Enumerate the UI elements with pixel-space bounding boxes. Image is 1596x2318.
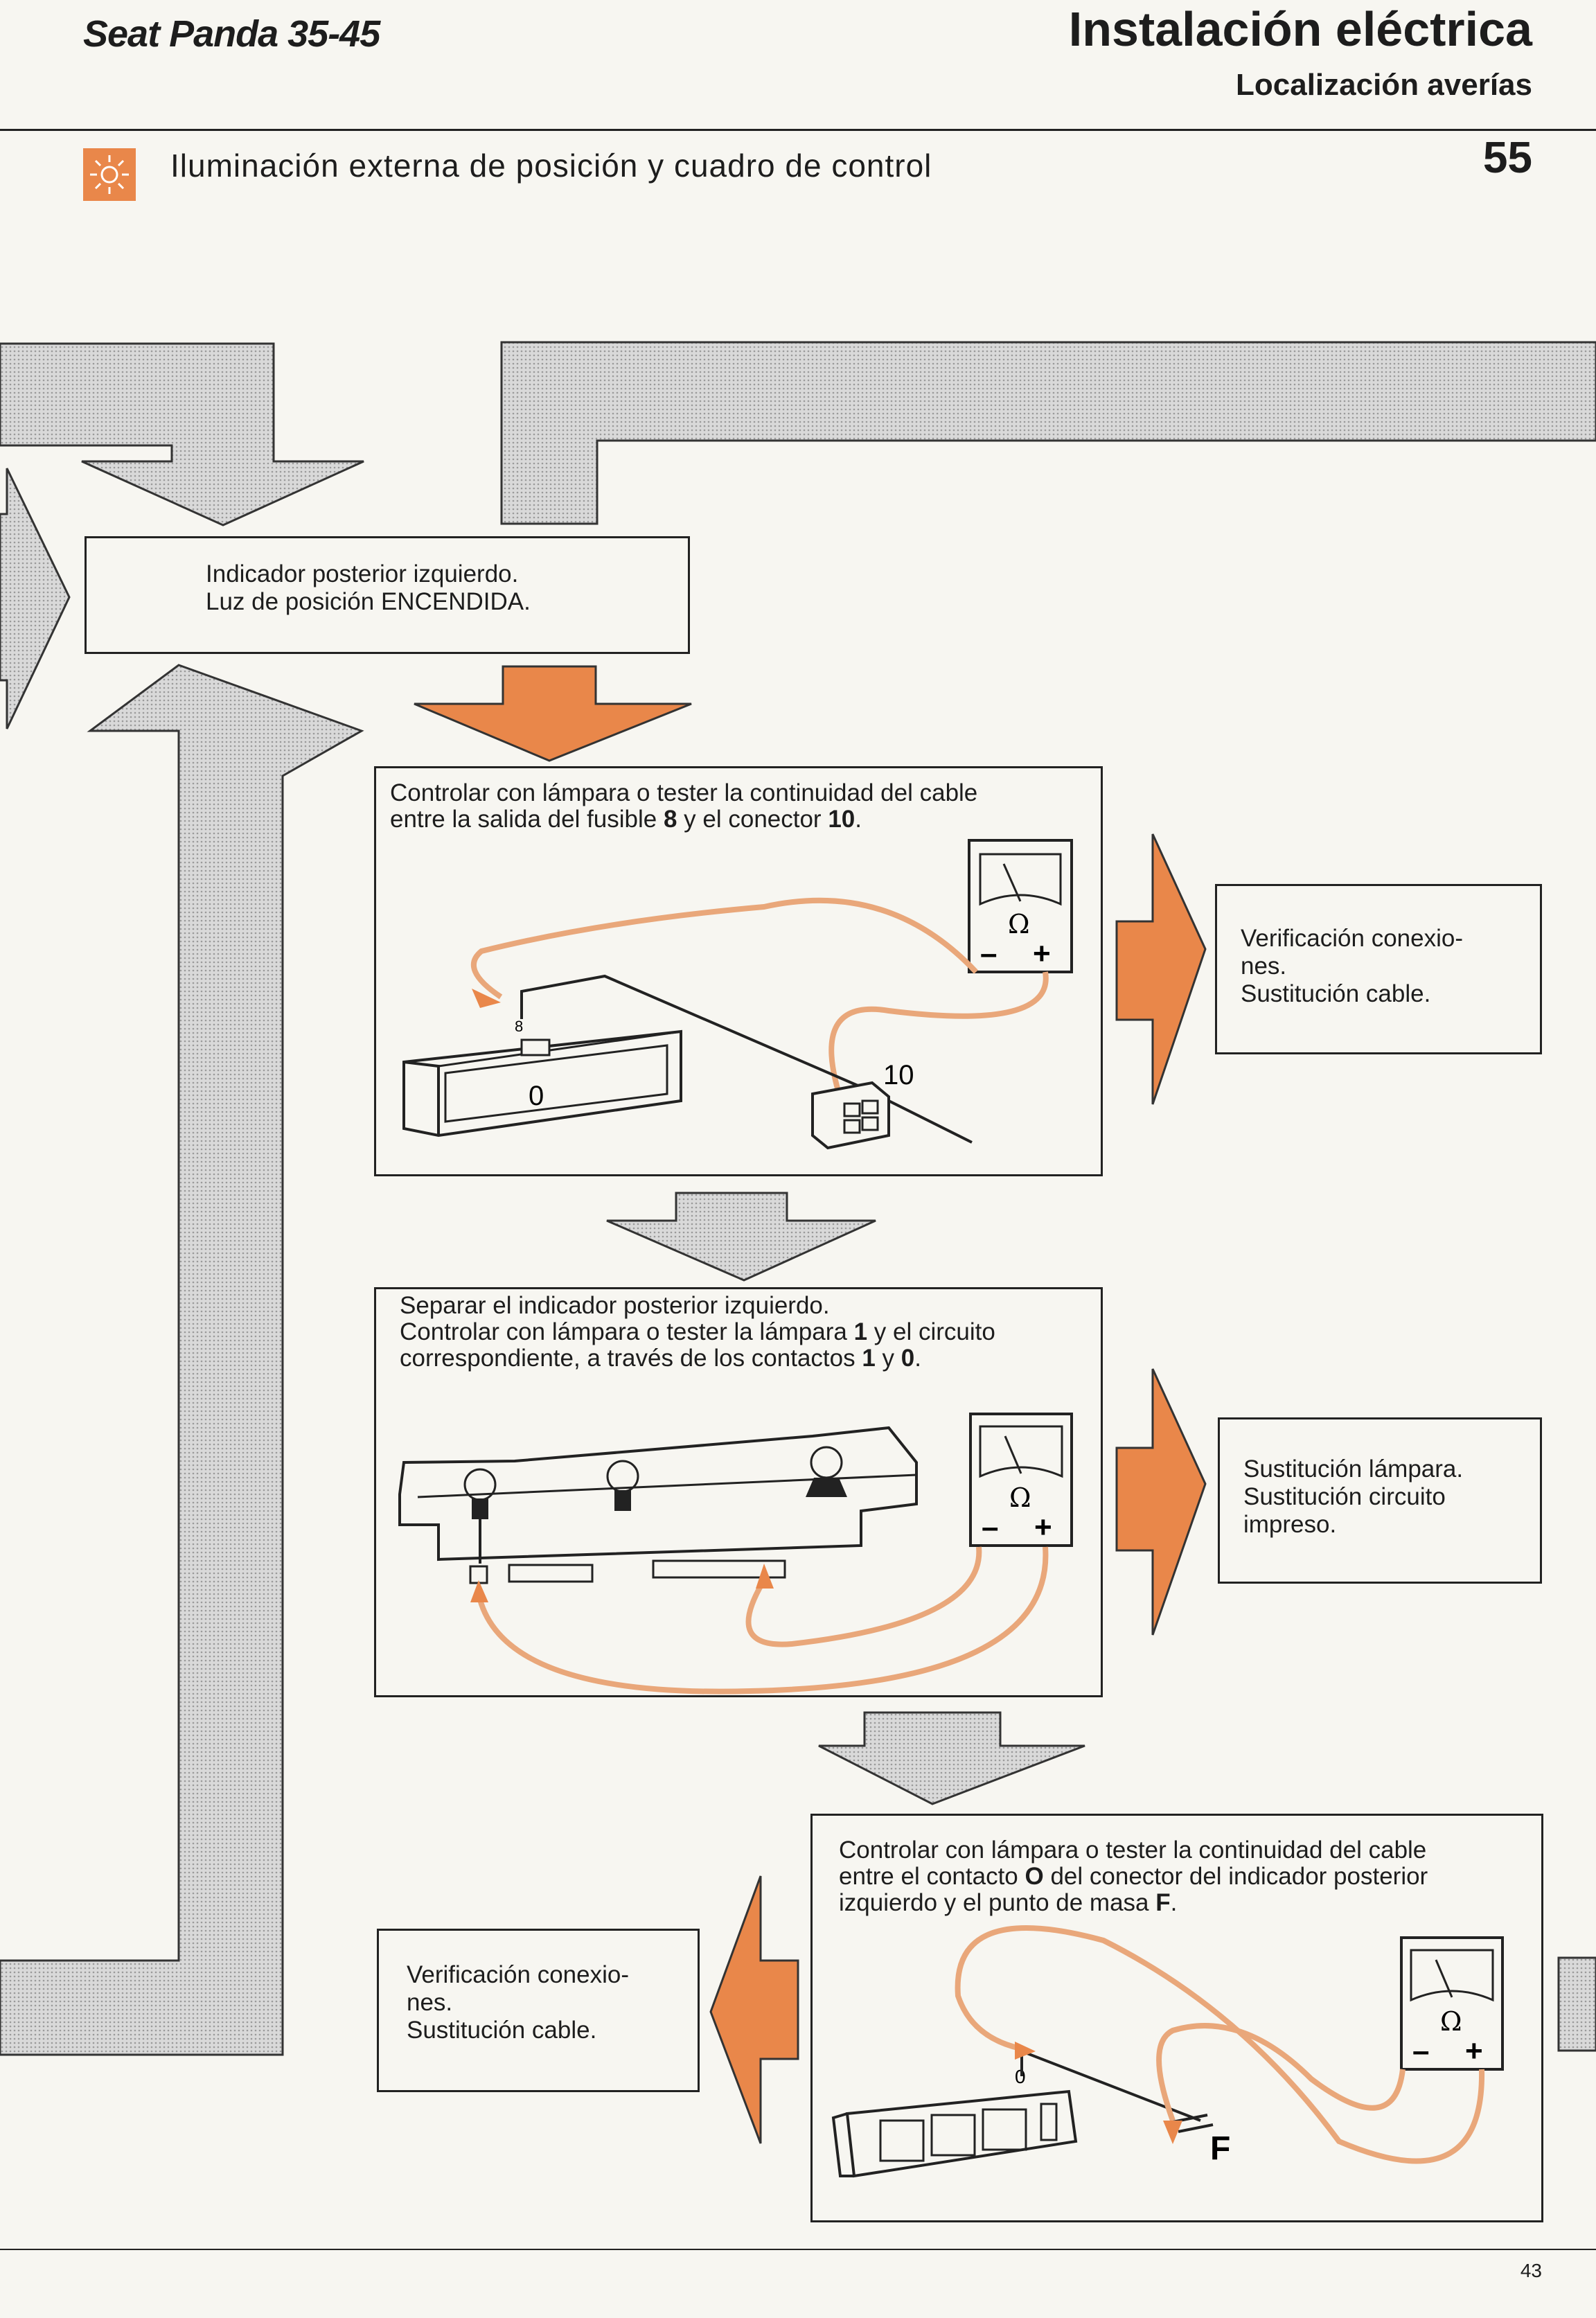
fuse-number-label: 8 bbox=[515, 1018, 523, 1035]
result2-line-1: Sustitución lámpara. bbox=[1243, 1456, 1464, 1483]
minus-3: – bbox=[1412, 2034, 1429, 2068]
step2-line-1: Separar el indicador posterior izquierdo… bbox=[400, 1292, 830, 1319]
orange-arrow-left-3 bbox=[709, 1875, 799, 2144]
connector-10-label: 10 bbox=[883, 1060, 914, 1090]
page-number: 43 bbox=[1520, 2260, 1542, 2281]
start-condition-box: Indicador posterior izquierdo. Luz de po… bbox=[85, 536, 690, 654]
light-bulb-icon bbox=[83, 148, 136, 201]
connector-10: 10 bbox=[811, 1060, 914, 1150]
step1-line-1: Controlar con lámpara o tester la contin… bbox=[390, 779, 978, 806]
minus-2: – bbox=[982, 1510, 998, 1544]
lamp-board bbox=[398, 1426, 918, 1584]
minus-1: – bbox=[980, 937, 997, 971]
result1-line-3: Sustitución cable. bbox=[1241, 980, 1431, 1007]
gray-arrow-down-2 bbox=[606, 1192, 876, 1282]
ohm-symbol-3: Ω bbox=[1440, 2006, 1462, 2037]
step2-illustration: Ω – + bbox=[398, 1413, 1073, 1695]
section-title: Iluminación externa de posición y cuadro… bbox=[170, 148, 932, 184]
orange-arrow-down-1 bbox=[414, 665, 692, 762]
result2-line-2: Sustitución circuito bbox=[1243, 1483, 1446, 1510]
result3-line-2: nes. bbox=[407, 1989, 453, 2016]
step3-line-1: Controlar con lámpara o tester la contin… bbox=[839, 1837, 1427, 1864]
step2-line-2: Controlar con lámpara o tester la lámpar… bbox=[400, 1318, 995, 1345]
page-title: Instalación eléctrica bbox=[1068, 2, 1532, 56]
fuse-box: 0 8 bbox=[402, 1018, 682, 1138]
step1-line-2: entre la salida del fusible 8 y el conec… bbox=[390, 806, 862, 833]
step3-illustration: Ω – + 0 F bbox=[831, 1925, 1504, 2178]
gray-arrow-left-side bbox=[0, 468, 71, 729]
step3-box: Controlar con lámpara o tester la contin… bbox=[810, 1814, 1543, 2222]
gray-bar-top-right bbox=[500, 341, 1596, 525]
result2-line-3: impreso. bbox=[1243, 1511, 1337, 1538]
contact-0-label: 0 bbox=[1015, 2066, 1026, 2087]
step2-line-3: correspondiente, a través de los contact… bbox=[400, 1345, 921, 1372]
gray-arrow-top-left bbox=[0, 342, 364, 527]
step3-line-2: entre el contacto O del conector del ind… bbox=[839, 1863, 1428, 1890]
footer-rule bbox=[0, 2249, 1596, 2250]
step3-line-3: izquierdo y el punto de masa F. bbox=[839, 1889, 1178, 1916]
model-title: Seat Panda 35-45 bbox=[83, 13, 380, 55]
step1-box: Controlar con lámpara o tester la contin… bbox=[374, 766, 1103, 1176]
bulb-2 bbox=[606, 1460, 639, 1511]
gray-return-path bbox=[0, 664, 364, 2056]
ohmmeter-2: Ω – + bbox=[969, 1413, 1073, 1547]
section-number: 55 bbox=[1482, 132, 1532, 182]
plus-1: + bbox=[1033, 937, 1051, 971]
ohm-symbol-1: Ω bbox=[1008, 909, 1030, 939]
orange-arrow-right-2 bbox=[1115, 1368, 1207, 1636]
result1-line-2: nes. bbox=[1241, 953, 1287, 980]
header-rule bbox=[0, 129, 1596, 131]
ohmmeter-3: Ω – + bbox=[1400, 1936, 1504, 2071]
ohm-symbol-2: Ω bbox=[1009, 1483, 1031, 1513]
step2-box: Separar el indicador posterior izquierdo… bbox=[374, 1287, 1103, 1697]
plus-3: + bbox=[1465, 2034, 1483, 2068]
start-line-2: Luz de posición ENCENDIDA. bbox=[206, 588, 531, 615]
result3-line-1: Verificación conexio- bbox=[407, 1961, 629, 1988]
start-line-1: Indicador posterior izquierdo. bbox=[206, 560, 519, 587]
plus-2: + bbox=[1034, 1510, 1052, 1544]
gray-arrow-right-edge bbox=[1557, 1956, 1596, 2052]
rear-indicator: 0 bbox=[831, 2066, 1078, 2178]
ground-label-f: F bbox=[1210, 2130, 1230, 2167]
fuse-contact-label: 0 bbox=[529, 1081, 544, 1111]
result1-box: Verificación conexio- nes. Sustitución c… bbox=[1215, 884, 1542, 1054]
step1-illustration: Ω – + 0 8 10 bbox=[402, 839, 1073, 1150]
ohmmeter-1: Ω – + bbox=[968, 839, 1073, 973]
gray-arrow-down-3 bbox=[818, 1711, 1085, 1805]
page-subtitle: Localización averías bbox=[1236, 68, 1532, 102]
result2-box: Sustitución lámpara. Sustitución circuit… bbox=[1218, 1417, 1542, 1584]
result3-box: Verificación conexio- nes. Sustitución c… bbox=[377, 1929, 700, 2092]
result3-line-3: Sustitución cable. bbox=[407, 2017, 597, 2044]
bulb-1 bbox=[806, 1446, 847, 1497]
orange-arrow-right-1 bbox=[1115, 833, 1207, 1105]
bulb-3 bbox=[463, 1468, 497, 1519]
result1-line-1: Verificación conexio- bbox=[1241, 925, 1463, 952]
